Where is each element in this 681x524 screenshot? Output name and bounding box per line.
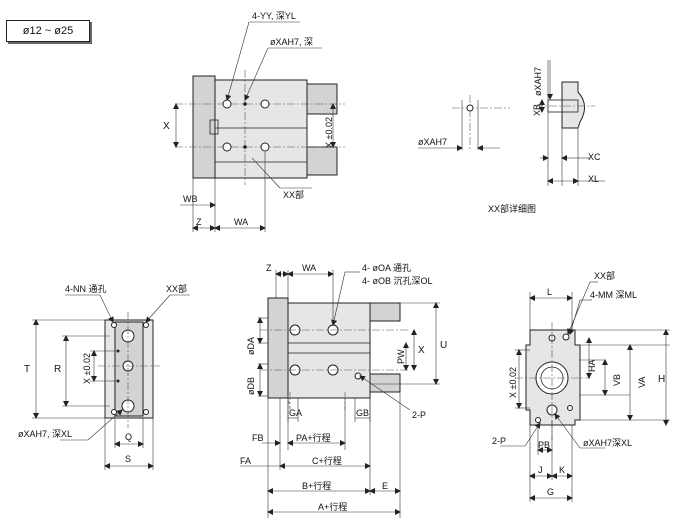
label-mm-depth: 4-MM 深ML bbox=[590, 290, 637, 300]
label-g: G bbox=[547, 487, 554, 497]
label-detail-xah7: øXAH7 bbox=[418, 137, 447, 147]
detail-view: øXAH7 XB øXAH7 XC XL XX部详细图 bbox=[418, 60, 605, 214]
label-end-xx: XX部 bbox=[166, 283, 187, 294]
label-pw: PW bbox=[396, 349, 406, 364]
label-e: E bbox=[382, 481, 388, 491]
label-wb: WB bbox=[183, 194, 198, 204]
label-h: H bbox=[658, 374, 665, 385]
bore-size-badge: ø12 ~ ø25 bbox=[6, 20, 90, 42]
label-r: R bbox=[54, 364, 61, 375]
label-gb: GB bbox=[356, 408, 369, 418]
right-view-corner-hole bbox=[535, 417, 541, 423]
label-end-x-tolerance: X ±0.02 bbox=[82, 353, 92, 384]
label-z: Z bbox=[196, 217, 202, 227]
label-db: øDB bbox=[246, 377, 256, 395]
top-view-pin bbox=[209, 119, 219, 135]
label-pa-stroke: PA+行程 bbox=[296, 432, 331, 443]
detail-pin-hole bbox=[466, 104, 474, 112]
top-view: 4-YY, 深YL øXAH7, 深 X X ±0.02 XX部 WB Z WA bbox=[163, 11, 345, 232]
label-x: X bbox=[163, 121, 170, 132]
label-right-xah7-depth: øXAH7深XL bbox=[583, 438, 632, 448]
top-view-hole bbox=[222, 142, 232, 152]
end-view: 4-NN 通孔 XX部 T R X ±0.02 øXAH7, 深XL Q S bbox=[18, 283, 190, 470]
top-view-rod-upper bbox=[306, 83, 338, 115]
label-ob-counterbore: 4- øOB 沉孔深OL bbox=[362, 276, 433, 286]
end-view-corner-hole bbox=[143, 322, 149, 328]
label-l: L bbox=[547, 287, 552, 297]
side-view-body bbox=[287, 302, 371, 399]
detail-body-section bbox=[561, 81, 585, 129]
label-xl: XL bbox=[588, 174, 599, 184]
top-view-hole bbox=[222, 99, 232, 109]
end-view-corner-hole bbox=[111, 409, 117, 415]
label-a-stroke: A+行程 bbox=[318, 501, 347, 512]
label-t: T bbox=[24, 364, 30, 375]
top-view-rod-lower bbox=[306, 146, 338, 176]
label-pb: PB bbox=[538, 440, 550, 450]
label-xah7-depth: øXAH7, 深 bbox=[270, 37, 313, 47]
side-view: Z WA 4- øOA 通孔 4- øOB 沉孔深OL øDA øDB PW X… bbox=[240, 263, 447, 518]
end-view-corner-hole bbox=[143, 409, 149, 415]
top-view-pin-hole bbox=[243, 145, 247, 149]
right-end-view: XX部 L 4-MM 深ML HA X ±0.02 VB VA H 2-P PB… bbox=[492, 270, 670, 502]
label-wa: WA bbox=[234, 217, 248, 227]
label-side-2p: 2-P bbox=[412, 410, 426, 420]
end-view-corner-hole bbox=[111, 322, 117, 328]
label-side-x: X bbox=[418, 345, 425, 356]
side-view-rod-upper bbox=[369, 302, 401, 322]
label-fa: FA bbox=[240, 456, 251, 466]
top-view-pin-hole bbox=[243, 102, 247, 106]
label-s: S bbox=[125, 454, 131, 464]
label-j: J bbox=[538, 465, 543, 475]
label-da: øDA bbox=[246, 337, 256, 355]
label-ga: GA bbox=[289, 408, 302, 418]
right-view-top-hole bbox=[562, 333, 570, 341]
label-right-2p: 2-P bbox=[492, 436, 506, 446]
label-q: Q bbox=[125, 432, 132, 442]
label-xb: XB bbox=[532, 104, 542, 116]
label-c-stroke: C+行程 bbox=[312, 455, 342, 466]
detail-caption: XX部详细图 bbox=[488, 203, 536, 214]
side-view-plate bbox=[267, 297, 289, 399]
label-ha: HA bbox=[587, 359, 597, 372]
label-k: K bbox=[559, 465, 565, 475]
label-right-xx: XX部 bbox=[594, 270, 615, 281]
label-nn-through: 4-NN 通孔 bbox=[65, 284, 107, 294]
label-b-stroke: B+行程 bbox=[302, 480, 331, 491]
label-right-x-tolerance: X ±0.02 bbox=[508, 367, 518, 398]
label-oa-through: 4- øOA 通孔 bbox=[362, 263, 411, 273]
label-fb: FB bbox=[252, 433, 264, 443]
top-view-hole bbox=[260, 99, 270, 109]
label-end-xah7-depth: øXAH7, 深XL bbox=[18, 429, 72, 439]
side-view-rod-lower bbox=[369, 373, 401, 393]
label-detail-xah7-vertical: øXAH7 bbox=[533, 67, 543, 96]
label-va: VA bbox=[637, 377, 647, 388]
label-xx-part: XX部 bbox=[283, 189, 304, 200]
top-view-plate bbox=[192, 75, 216, 179]
label-vb: VB bbox=[612, 374, 622, 386]
label-u: U bbox=[440, 340, 447, 351]
label-yy-holes: 4-YY, 深YL bbox=[252, 11, 296, 21]
right-view-port-hole bbox=[567, 405, 573, 411]
label-side-z: Z bbox=[266, 263, 272, 273]
label-xc: XC bbox=[588, 152, 601, 162]
label-x-tolerance: X ±0.02 bbox=[324, 117, 334, 148]
label-side-wa: WA bbox=[302, 263, 316, 273]
top-view-hole bbox=[260, 142, 270, 152]
